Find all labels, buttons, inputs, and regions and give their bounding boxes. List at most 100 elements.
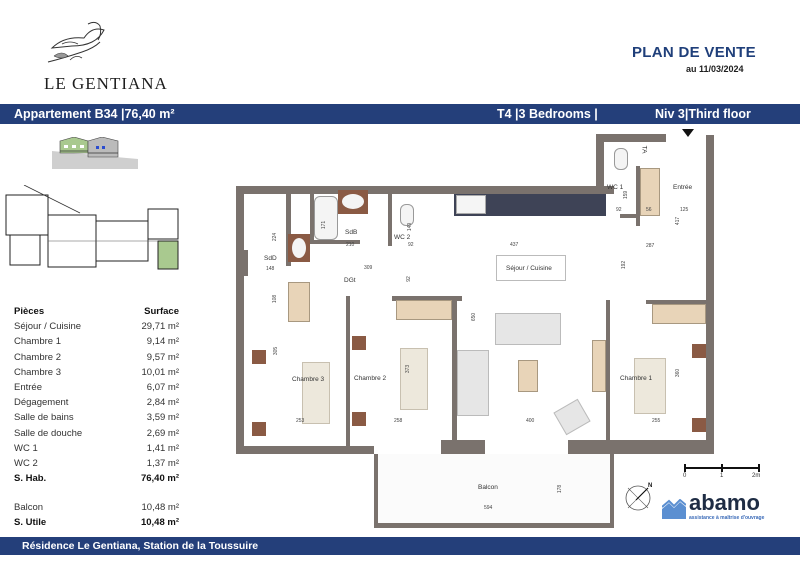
wardrobe bbox=[652, 304, 706, 324]
nightstand bbox=[352, 336, 366, 350]
tv-unit bbox=[592, 340, 606, 392]
dimension: 305 bbox=[273, 346, 280, 356]
wall bbox=[706, 135, 714, 454]
washbasin bbox=[292, 238, 306, 258]
room-label-entree: Entrée bbox=[673, 184, 693, 191]
nightstand bbox=[252, 422, 266, 436]
wall bbox=[606, 300, 610, 446]
toilet bbox=[400, 204, 414, 226]
dimension: 125 bbox=[680, 207, 689, 213]
dimension: 400 bbox=[526, 418, 535, 424]
wall bbox=[236, 186, 244, 454]
scale-bar: 0 1 2m bbox=[683, 464, 760, 487]
kitchen-counter bbox=[454, 194, 606, 216]
abamo-logo: abamo assistance à maîtrise d'ouvrage bbox=[662, 490, 782, 525]
dimension: 309 bbox=[364, 265, 373, 271]
washbasin bbox=[342, 194, 364, 209]
dimension: 258 bbox=[394, 418, 403, 424]
wall bbox=[596, 134, 604, 198]
dimension: 171 bbox=[321, 220, 328, 230]
bed bbox=[400, 348, 428, 410]
balcony bbox=[374, 454, 614, 528]
wall bbox=[596, 134, 666, 142]
wall bbox=[236, 446, 374, 454]
gentian-flower-logo-icon bbox=[44, 16, 114, 68]
abamo-mountain-icon bbox=[662, 499, 686, 519]
dimension: 255 bbox=[652, 418, 661, 424]
dimension: 149 bbox=[407, 222, 414, 232]
wall bbox=[452, 296, 457, 446]
wall bbox=[310, 240, 360, 244]
dimension: 92 bbox=[616, 207, 622, 213]
room-label-ta: TA bbox=[640, 145, 648, 154]
room-label-dgt: DGt bbox=[344, 277, 356, 284]
wall bbox=[388, 194, 392, 246]
wall bbox=[310, 194, 314, 244]
apartment-type: T4 |3 Bedrooms | bbox=[497, 107, 598, 121]
apartment-level: Niv 3|Third floor bbox=[655, 107, 751, 121]
dimension: 159 bbox=[623, 190, 630, 200]
kitchen-sink bbox=[456, 195, 486, 214]
apartment-label: Appartement B34 |76,40 m² bbox=[14, 107, 175, 121]
wardrobe bbox=[640, 168, 660, 216]
nightstand bbox=[352, 412, 366, 426]
dimension: 178 bbox=[557, 484, 564, 494]
svg-text:N: N bbox=[648, 483, 652, 489]
room-label-sejour: Séjour / Cuisine bbox=[506, 265, 552, 272]
sofa bbox=[457, 350, 489, 416]
armchair bbox=[553, 398, 591, 436]
dimension: 108 bbox=[272, 294, 279, 304]
wall bbox=[568, 440, 714, 454]
bed bbox=[634, 358, 666, 414]
wall bbox=[620, 214, 640, 218]
room-label-chambre2: Chambre 2 bbox=[354, 375, 387, 382]
wall bbox=[646, 300, 706, 304]
dimension: 594 bbox=[484, 505, 493, 511]
dimension: 437 bbox=[510, 242, 519, 248]
nightstand bbox=[252, 350, 266, 364]
plan-title: PLAN DE VENTE bbox=[632, 44, 756, 61]
nightstand bbox=[692, 418, 706, 432]
wall bbox=[636, 166, 640, 226]
wall bbox=[346, 296, 350, 446]
dimension: 650 bbox=[471, 312, 478, 322]
apartment-info-band: Appartement B34 |76,40 m² T4 |3 Bedrooms… bbox=[0, 104, 800, 124]
north-compass-icon: N bbox=[624, 480, 656, 512]
dimension: 56 bbox=[646, 207, 652, 213]
brand-title: LE GENTIANA bbox=[44, 74, 168, 93]
floor-plan: Séjour / Cuisine Chambre 1 Chambre 2 Cha… bbox=[236, 129, 714, 528]
wall bbox=[392, 296, 462, 301]
wall bbox=[286, 194, 291, 266]
room-label-sdb: SdB bbox=[345, 229, 358, 236]
room-label-wc2: WC 2 bbox=[394, 234, 411, 241]
room-label-wc1: WC 1 bbox=[607, 184, 624, 191]
bed bbox=[302, 362, 330, 424]
building-key-plan bbox=[4, 184, 182, 275]
plan-date: au 11/03/2024 bbox=[686, 64, 744, 74]
dimension: 287 bbox=[646, 243, 655, 249]
room-label-chambre3: Chambre 3 bbox=[292, 376, 325, 383]
wardrobe bbox=[288, 282, 310, 322]
room-label-chambre1: Chambre 1 bbox=[620, 375, 653, 382]
wall bbox=[236, 250, 248, 276]
dimension: 417 bbox=[675, 216, 682, 226]
bathtub bbox=[314, 196, 338, 240]
dimension: 192 bbox=[621, 260, 628, 270]
residence-footer-band: Résidence Le Gentiana, Station de la Tou… bbox=[0, 537, 800, 555]
wall bbox=[441, 440, 485, 454]
abamo-tagline: assistance à maîtrise d'ouvrage bbox=[689, 515, 765, 521]
building-elevation-thumbnail bbox=[52, 136, 138, 169]
